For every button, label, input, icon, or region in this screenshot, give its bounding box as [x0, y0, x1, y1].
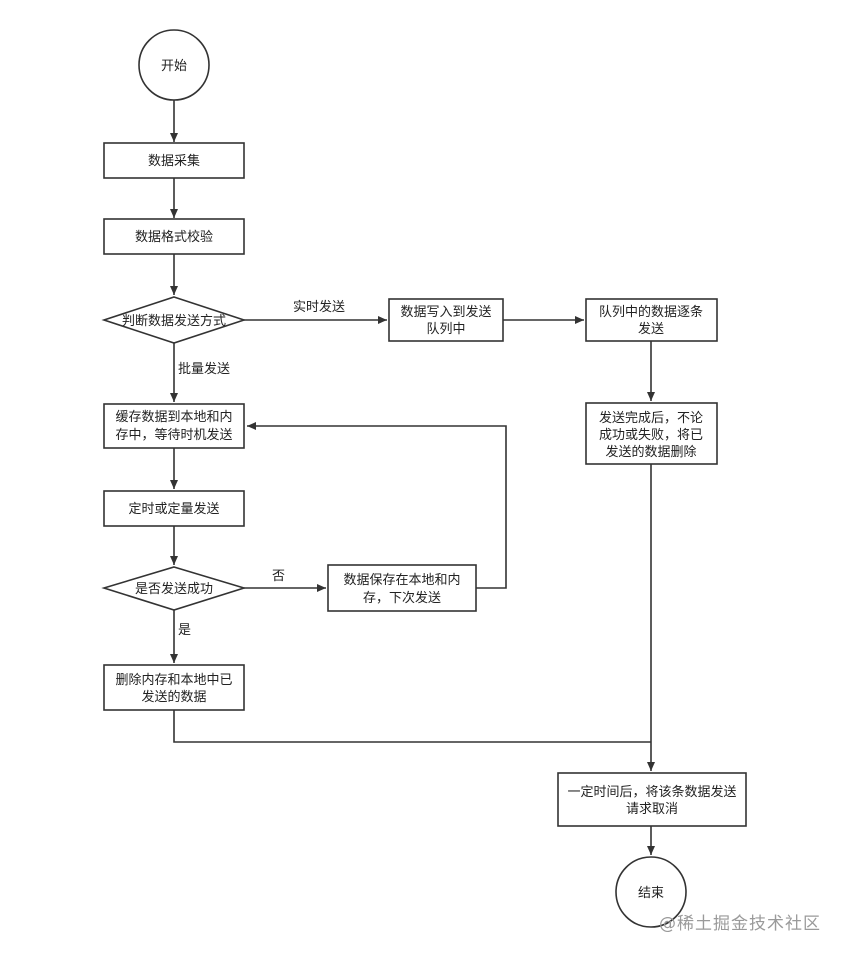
end-label: 结束: [638, 886, 664, 901]
watermark: @稀土掘金技术社区: [659, 914, 821, 934]
validate-node: [103, 218, 245, 255]
timed-send-label: 定时或定量发送: [128, 501, 219, 517]
after-send-label: 发送的数据删除: [605, 444, 696, 460]
cache-node: [103, 403, 245, 449]
timed-send-node: [103, 490, 245, 527]
decide-mode-label: 判断数据发送方式: [122, 313, 226, 329]
start-node: [138, 29, 210, 101]
cache-label: 存中，等待时机发送: [115, 427, 232, 443]
cache-label: 缓存数据到本地和内: [115, 409, 232, 425]
edge-save-cache: [247, 422, 507, 589]
after-send-label: 成功或失败，将已: [599, 428, 703, 443]
save-retry-node: [327, 564, 477, 612]
edge-label-realtime: 实时发送: [293, 299, 345, 315]
edge-label-yes: 是: [178, 623, 191, 638]
save-retry-label: 存，下次发送: [363, 590, 441, 606]
collect-label: 数据采集: [148, 153, 200, 169]
start-label: 开始: [161, 59, 187, 74]
decide-mode-node: [101, 296, 247, 344]
save-retry-label: 数据保存在本地和内: [343, 572, 460, 588]
edge-label-batch: 批量发送: [178, 361, 230, 377]
after-send-node: [585, 402, 718, 465]
queue-send-label: 队列中的数据逐条: [599, 304, 703, 320]
delete-sent-label: 发送的数据: [141, 689, 206, 705]
success-check-node: [101, 566, 247, 611]
write-queue-label: 数据写入到发送: [400, 304, 491, 320]
collect-node: [103, 142, 245, 179]
timeout-cancel-label: 请求取消: [626, 802, 678, 817]
success-check-label: 是否发送成功: [135, 581, 213, 597]
timeout-cancel-node: [557, 772, 747, 827]
validate-label: 数据格式校验: [135, 229, 213, 245]
queue-send-node: [585, 298, 718, 342]
edge-label-no: 否: [272, 569, 285, 584]
queue-send-label: 发送: [638, 321, 664, 337]
end-node: [615, 856, 687, 928]
after-send-label: 发送完成后，不论: [599, 410, 703, 426]
delete-sent-label: 删除内存和本地中已: [115, 672, 232, 688]
delete-sent-node: [103, 664, 245, 711]
write-queue-node: [388, 298, 504, 342]
edge-delete-merge: [173, 710, 651, 743]
timeout-cancel-label: 一定时间后，将该条数据发送: [567, 784, 736, 800]
write-queue-label: 队列中: [426, 322, 465, 337]
